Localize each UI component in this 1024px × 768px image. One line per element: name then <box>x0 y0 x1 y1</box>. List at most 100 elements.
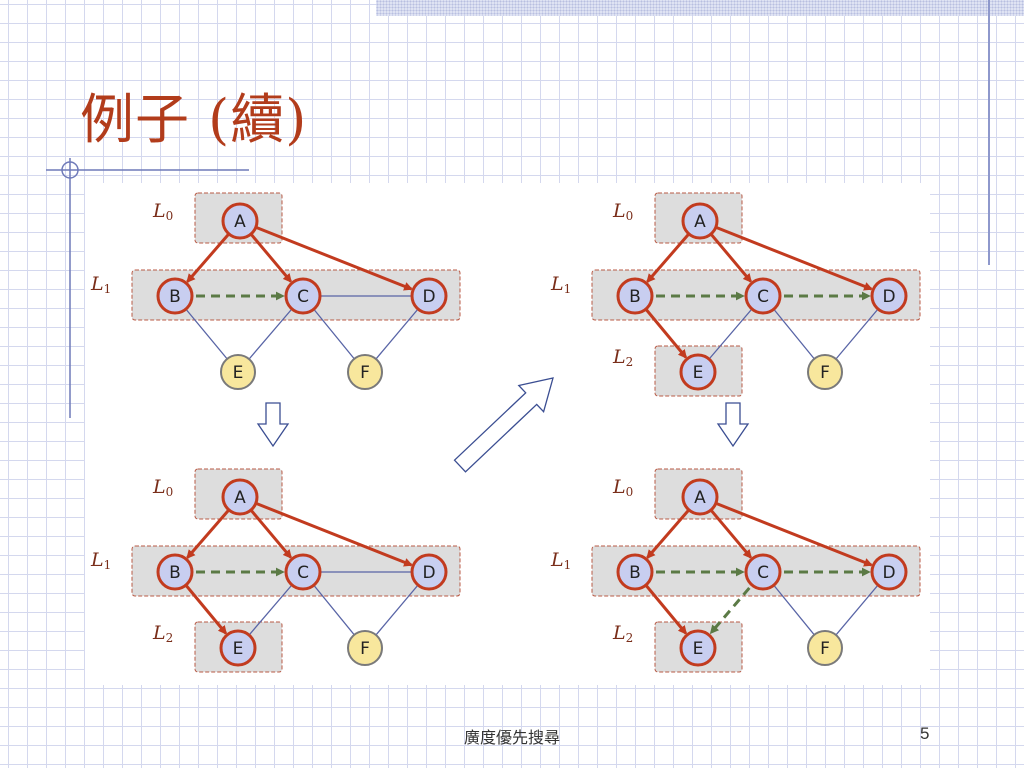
header-decoration-band <box>376 0 1024 16</box>
node-F: F <box>347 354 383 390</box>
node-label-D: D <box>882 563 895 583</box>
level-label-2: L2 <box>612 622 633 645</box>
node-circle-A <box>221 478 259 516</box>
node-label-D: D <box>422 287 435 307</box>
node-label-B: B <box>169 287 181 307</box>
node-circle-F <box>347 630 383 666</box>
tree-edge-AB <box>646 233 690 284</box>
tree-edge-AB <box>186 233 230 284</box>
node-circle-A <box>681 478 719 516</box>
level-label-2: L2 <box>152 622 173 645</box>
node-circle-B <box>616 553 654 591</box>
node-label-E: E <box>693 639 704 659</box>
node-E: E <box>679 629 717 667</box>
node-D: D <box>410 553 448 591</box>
tree-edge-AD <box>256 226 414 291</box>
node-circle-C <box>284 553 322 591</box>
node-C: C <box>744 277 782 315</box>
tree-edge-AD <box>716 226 874 291</box>
slide-title: 例子 (續) <box>80 88 308 151</box>
node-label-D: D <box>422 563 435 583</box>
node-E: E <box>219 629 257 667</box>
level-label-1: L1 <box>550 273 571 296</box>
level-label-1: L1 <box>550 549 571 572</box>
node-circle-D <box>870 553 908 591</box>
level-label-0: L0 <box>612 476 633 499</box>
level-label-0: L0 <box>152 200 173 223</box>
node-label-C: C <box>757 287 769 307</box>
tree-edge-AC <box>250 233 292 283</box>
tree-edge-BE <box>185 584 228 635</box>
node-D: D <box>870 277 908 315</box>
node-E: E <box>679 353 717 391</box>
node-label-C: C <box>297 563 309 583</box>
node-label-F: F <box>360 363 370 383</box>
node-circle-D <box>410 277 448 315</box>
node-circle-F <box>807 354 843 390</box>
node-label-E: E <box>233 639 244 659</box>
node-circle-A <box>681 202 719 240</box>
level-label-0: L0 <box>612 200 633 223</box>
node-circle-E <box>220 354 256 390</box>
node-label-B: B <box>629 287 641 307</box>
tree-edge-BE <box>645 584 688 635</box>
node-circle-F <box>347 354 383 390</box>
tree-edge-AD <box>716 502 874 567</box>
tree-edge-AC <box>710 509 752 559</box>
node-C: C <box>744 553 782 591</box>
node-label-C: C <box>297 287 309 307</box>
node-E: E <box>220 354 256 390</box>
node-circle-D <box>870 277 908 315</box>
node-circle-B <box>156 277 194 315</box>
node-label-A: A <box>234 212 246 232</box>
tree-edge-AC <box>250 509 292 559</box>
node-A: A <box>681 478 719 516</box>
node-circle-A <box>221 202 259 240</box>
node-F: F <box>347 630 383 666</box>
page-number: 5 <box>920 724 930 743</box>
node-label-D: D <box>882 287 895 307</box>
level-label-1: L1 <box>90 549 111 572</box>
transition-arrow-down-right <box>716 402 750 448</box>
tree-edge-AB <box>646 509 690 560</box>
node-B: B <box>616 277 654 315</box>
node-circle-C <box>744 553 782 591</box>
node-F: F <box>807 354 843 390</box>
node-label-C: C <box>757 563 769 583</box>
node-circle-C <box>744 277 782 315</box>
slide-footer: 廣度優先搜尋 <box>463 728 560 747</box>
transition-arrow-up-right <box>453 377 554 473</box>
node-B: B <box>156 277 194 315</box>
node-label-F: F <box>820 639 830 659</box>
node-label-F: F <box>820 363 830 383</box>
tree-edge-AB <box>186 509 230 560</box>
node-A: A <box>221 478 259 516</box>
node-label-B: B <box>169 563 181 583</box>
node-label-B: B <box>629 563 641 583</box>
right-decoration-rule <box>988 0 990 265</box>
node-circle-B <box>616 277 654 315</box>
node-B: B <box>156 553 194 591</box>
node-label-F: F <box>360 639 370 659</box>
level-label-1: L1 <box>90 273 111 296</box>
tree-edge-AC <box>710 233 752 283</box>
node-C: C <box>284 553 322 591</box>
node-C: C <box>284 277 322 315</box>
node-circle-B <box>156 553 194 591</box>
node-D: D <box>870 553 908 591</box>
node-circle-E <box>679 353 717 391</box>
node-circle-E <box>219 629 257 667</box>
node-circle-E <box>679 629 717 667</box>
node-D: D <box>410 277 448 315</box>
node-label-A: A <box>234 488 246 508</box>
node-circle-F <box>807 630 843 666</box>
node-A: A <box>681 202 719 240</box>
node-label-A: A <box>694 212 706 232</box>
node-label-E: E <box>233 363 244 383</box>
node-label-E: E <box>693 363 704 383</box>
node-circle-D <box>410 553 448 591</box>
